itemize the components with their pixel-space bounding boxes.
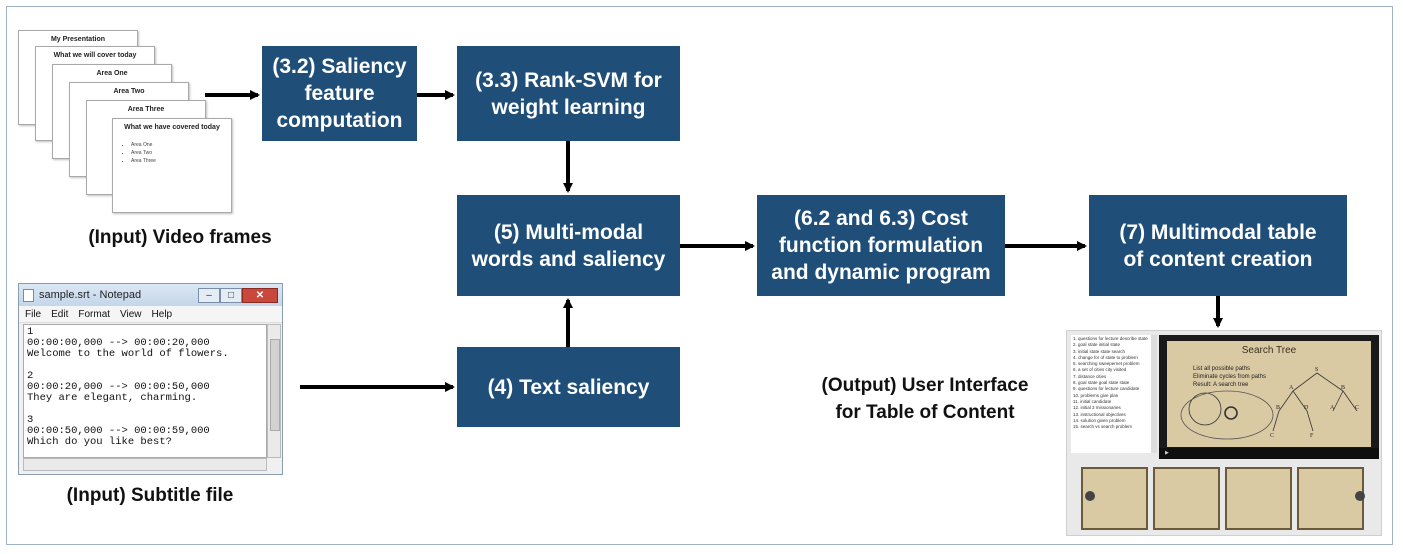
video-player: Search Tree List all possible paths Elim… (1159, 335, 1379, 459)
svg-text:S: S (1315, 367, 1318, 373)
video-controls[interactable]: ▶ (1159, 448, 1379, 459)
vertical-scrollbar[interactable] (267, 324, 281, 458)
prev-arrow-icon[interactable] (1085, 491, 1095, 501)
toc-item[interactable]: 8. goal state goal state state (1073, 380, 1130, 386)
video-bullet: Result: A search tree (1193, 382, 1249, 388)
slide-title: Area Two (113, 88, 145, 95)
horizontal-scrollbar[interactable] (23, 458, 267, 471)
svg-text:A: A (1289, 385, 1294, 391)
scrollbar-thumb[interactable] (270, 339, 280, 431)
thumbnail-4[interactable] (1297, 467, 1364, 530)
window-controls: – □ ✕ (198, 287, 278, 303)
box-text-saliency: (4) Text saliency (457, 347, 680, 427)
toc-item[interactable]: 2. goal state initial state (1073, 342, 1121, 348)
toc-item[interactable]: 11. initial candidate (1073, 398, 1112, 404)
notepad-text-area[interactable]: 1 00:00:00,000 --> 00:00:20,000 Welcome … (23, 324, 267, 458)
svg-text:D: D (1304, 405, 1309, 411)
thumbnail-3[interactable] (1225, 467, 1292, 530)
caption-output-ui: (Output) User Interface for Table of Con… (821, 375, 1029, 423)
notepad-content: 1 00:00:00,000 --> 00:00:20,000 Welcome … (27, 326, 229, 448)
notepad-document-icon (23, 288, 34, 302)
toc-item[interactable]: 10. problems give plan (1073, 392, 1119, 398)
box-multimodal-words: (5) Multi-modal words and saliency (457, 195, 680, 296)
video-slide-title: Search Tree (1241, 345, 1297, 356)
slide-title: Area One (96, 70, 128, 77)
video-bullet: Eliminate cycles from paths (1193, 374, 1267, 380)
svg-text:B: B (1276, 405, 1280, 411)
toc-item[interactable]: 7. distance cities (1073, 373, 1107, 379)
search-tree-graph: S A B B D A C C F (1180, 367, 1359, 440)
notepad-menubar: File Edit Format View Help (19, 306, 282, 323)
caption-subtitle-file: (Input) Subtitle file (66, 485, 234, 506)
box-rank-svm: (3.3) Rank-SVM for weight learning (457, 46, 680, 141)
toc-item[interactable]: 3. initial state state search (1073, 348, 1126, 354)
toc-item[interactable]: 4. change for of state to problem (1073, 354, 1138, 360)
menu-file[interactable]: File (25, 308, 42, 320)
thumbnail-2[interactable] (1153, 467, 1220, 530)
slide-bullet: Area Two (131, 149, 231, 157)
toc-item[interactable]: 15. search vs search problem (1073, 424, 1133, 430)
box-cost-function: (6.2 and 6.3) Cost function formulation … (757, 195, 1005, 296)
close-button[interactable]: ✕ (242, 287, 278, 303)
maximize-button[interactable]: □ (220, 287, 242, 303)
slide-6: What we have covered today Area One Area… (112, 118, 232, 213)
toc-item[interactable]: 13. instructional objectives (1073, 411, 1126, 417)
svg-text:C: C (1355, 405, 1359, 411)
video-slide-bullets: List all possible paths Eliminate cycles… (1193, 365, 1266, 389)
menu-view[interactable]: View (120, 308, 142, 320)
slide-bullet: Area Three (131, 157, 231, 165)
slide-title: What we have covered today (124, 124, 220, 131)
caption-video-frames: (Input) Video frames (88, 227, 272, 248)
box-saliency-feature: (3.2) Saliency feature computation (262, 46, 417, 141)
video-slide: Search Tree List all possible paths Elim… (1167, 341, 1371, 447)
toc-item[interactable]: 5. searching sweepernet problem (1073, 361, 1140, 367)
menu-format[interactable]: Format (78, 308, 111, 320)
slide-bullets: Area One Area Two Area Three (123, 141, 231, 165)
slide-bullet: Area One (131, 141, 231, 149)
toc-item[interactable]: 6. a set of cities city visited (1073, 367, 1127, 373)
notepad-titlebar: sample.srt - Notepad – □ ✕ (19, 284, 282, 306)
svg-text:B: B (1341, 385, 1345, 391)
toc-item[interactable]: 12. initial 3 missionaries (1073, 405, 1121, 411)
menu-edit[interactable]: Edit (51, 308, 69, 320)
minimize-button[interactable]: – (198, 287, 220, 303)
box-toc-creation: (7) Multimodal table of content creation (1089, 195, 1347, 296)
slide-title: What we will cover today (53, 52, 137, 59)
svg-text:C: C (1270, 433, 1274, 439)
toc-item[interactable]: 1. questions for lecture describe state (1073, 336, 1148, 341)
svg-text:A: A (1330, 405, 1335, 411)
toc-item[interactable]: 9. questions for lecture candidate (1073, 386, 1140, 392)
notepad-window: sample.srt - Notepad – □ ✕ File Edit For… (18, 283, 283, 475)
next-arrow-icon[interactable] (1355, 491, 1365, 501)
video-bullet: List all possible paths (1193, 366, 1251, 372)
toc-scrollbar (1151, 335, 1157, 453)
slide-title: My Presentation (50, 36, 106, 43)
notepad-title: sample.srt - Notepad (39, 289, 142, 301)
toc-item[interactable]: 14. solution given problem (1073, 417, 1126, 423)
slide-title: Area Three (127, 106, 165, 113)
menu-help[interactable]: Help (151, 308, 173, 320)
svg-text:F: F (1310, 433, 1314, 439)
